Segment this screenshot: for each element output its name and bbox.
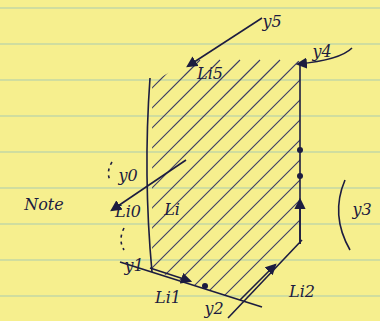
line-label: Li1: [155, 290, 181, 306]
line-label: Li: [164, 202, 180, 218]
line-label: y3: [352, 202, 371, 218]
line-label: y0: [118, 168, 137, 184]
points: [202, 147, 303, 289]
line-label: y5: [262, 14, 281, 30]
line-label: Li2: [289, 284, 315, 300]
note-text: Note: [24, 197, 64, 213]
line-label: y1: [124, 258, 143, 274]
line-label: y4: [312, 44, 331, 60]
line-label: y2: [204, 301, 223, 317]
boundary-lines: [108, 18, 352, 318]
line-label: Li5: [197, 66, 223, 82]
line-label: Li0: [115, 204, 141, 220]
ruled-lines: [0, 8, 380, 296]
